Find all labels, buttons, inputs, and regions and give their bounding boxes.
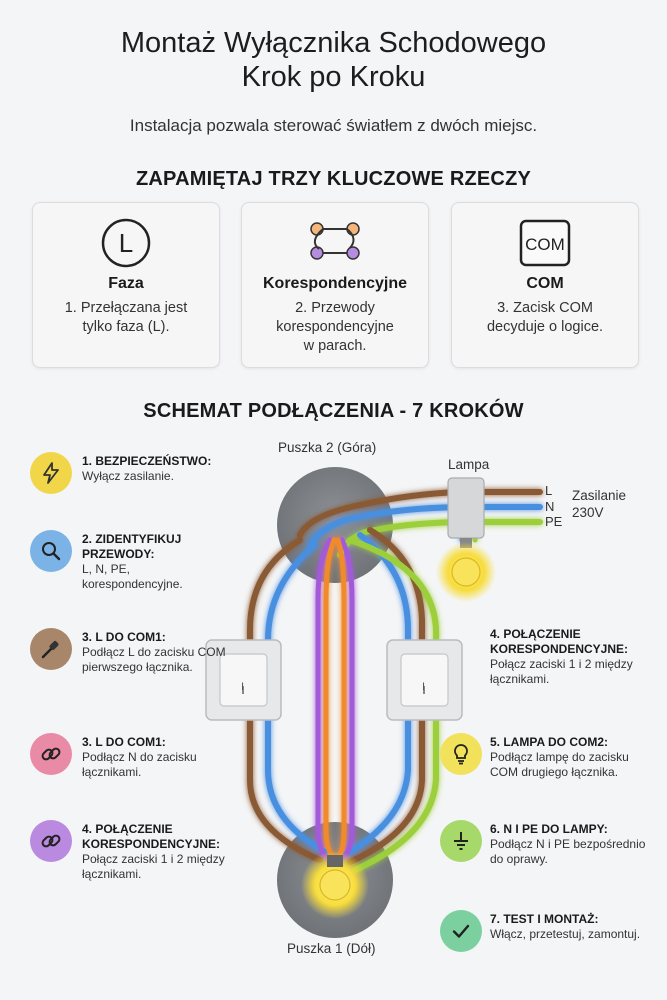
supply-wire-n: [307, 504, 543, 548]
step-desc: L, N, PE, korespondencyjne.: [82, 562, 183, 591]
step-desc: Podłącz N i PE bezpośrednio do oprawy.: [490, 837, 646, 866]
key-section-heading: ZAPAMIĘTAJ TRZY KLUCZOWE RZECZY: [135, 168, 532, 190]
card-phase: L Faza 1. Przełączana jest tylko faza (L…: [32, 202, 220, 368]
switch-left: [205, 639, 282, 721]
step-desc: Włącz, przetestuj, zamontuj.: [490, 927, 641, 941]
step-title: 1. BEZPIECZEŃSTWO: Wyłącz zasilanie.: [82, 454, 232, 484]
traveler-purple-1: [315, 537, 333, 863]
step-title: 4. POŁĄCZENIE KORESPONDENCYJNE: Połącz z…: [82, 822, 232, 882]
wire-l-label: L: [545, 483, 553, 498]
card-text: 2. Przewody korespondencyjne w parach.: [276, 300, 394, 354]
card-title: COM: [526, 275, 564, 292]
svg-text:L: L: [119, 228, 133, 258]
card-traveler: Korespondencyjne 2. Przewody koresponden…: [241, 202, 429, 368]
title-line-1: Montaż Wyłącznika Schodowego: [120, 27, 547, 59]
diagram-section-heading: SCHEMAT PODŁĄCZENIA - 7 KROKÓW: [143, 400, 524, 422]
step-desc: Wyłącz zasilanie.: [82, 469, 174, 483]
step-title: 3. L DO COM1: Podłącz N do zacisku łączn…: [82, 735, 232, 780]
step-desc: Połącz zaciski 1 i 2 między łącznikami.: [82, 852, 225, 881]
magnifier-icon: [30, 530, 72, 572]
card-title: Faza: [108, 275, 144, 292]
traveler-orange-2: [335, 537, 347, 861]
bulb-icon: [440, 733, 482, 775]
chain-link-icon: [30, 733, 72, 775]
ground-icon: [440, 820, 482, 862]
traveler-orange-1: [323, 537, 337, 861]
page-title: Montaż Wyłącznika Schodowego Krok po Kro…: [0, 26, 667, 94]
svg-text:COM: COM: [525, 235, 565, 254]
wire-phase-right: [347, 527, 425, 865]
supply-label: Zasilanie 230V: [572, 488, 627, 520]
lightning-icon: [30, 452, 72, 494]
screwdriver-icon: [30, 628, 72, 670]
lamp-label: Lampa: [448, 457, 490, 472]
wire-n-label: N: [545, 499, 555, 514]
step-desc: Podłącz N do zacisku łącznikami.: [82, 750, 197, 779]
lamp-fixture-top: [436, 477, 496, 602]
switch-left-mark: I: [241, 681, 245, 693]
step-title: 2. ZIDENTYFIKUJ PRZEWODY: L, N, PE, kore…: [82, 532, 232, 592]
card-title: Korespondencyjne: [262, 275, 408, 292]
step-title: 7. TEST I MONTAŻ: Włącz, przetestuj, zam…: [490, 912, 660, 942]
step-desc: Połącz zaciski 1 i 2 między łącznikami.: [490, 657, 633, 686]
title-line-2: Krok po Kroku: [241, 61, 426, 93]
phase-l-icon: L: [33, 215, 219, 271]
step-desc: Podłącz L do zacisku COM pierwszego łącz…: [82, 645, 226, 674]
traveler-purple-2: [339, 537, 355, 863]
page-subtitle: Instalacja pozwala sterować światłem z d…: [129, 116, 538, 135]
switch-right: [386, 639, 463, 721]
wire-pe-label: PE: [545, 514, 563, 529]
com-terminal-icon: COM: [452, 215, 638, 271]
card-text: 1. Przełączana jest tylko faza (L).: [64, 300, 188, 335]
card-com: COM COM 3. Zacisk COM decyduje o logice.: [451, 202, 639, 368]
checkmark-icon: [440, 910, 482, 952]
step-desc: Podłącz lampę do zacisku COM drugiego łą…: [490, 750, 629, 779]
step-title: 4. POŁĄCZENIE KORESPONDENCYJNE: Połącz z…: [490, 627, 660, 687]
lamp-bulb-bottom: [301, 851, 369, 919]
switch-right-mark: I: [422, 681, 426, 693]
traveler-wires-icon: [242, 215, 428, 271]
chain-link-icon: [30, 820, 72, 862]
step-title: 6. N I PE DO LAMPY: Podłącz N i PE bezpo…: [490, 822, 660, 867]
card-text: 3. Zacisk COM decyduje o logice.: [486, 300, 604, 335]
step-title: 5. LAMPA DO COM2: Podłącz lampę do zacis…: [490, 735, 660, 780]
box-bottom-label: Puszka 1 (Dół): [287, 941, 376, 956]
step-title: 3. L DO COM1: Podłącz L do zacisku COM p…: [82, 630, 232, 675]
box-top-label: Puszka 2 (Góra): [278, 440, 377, 455]
